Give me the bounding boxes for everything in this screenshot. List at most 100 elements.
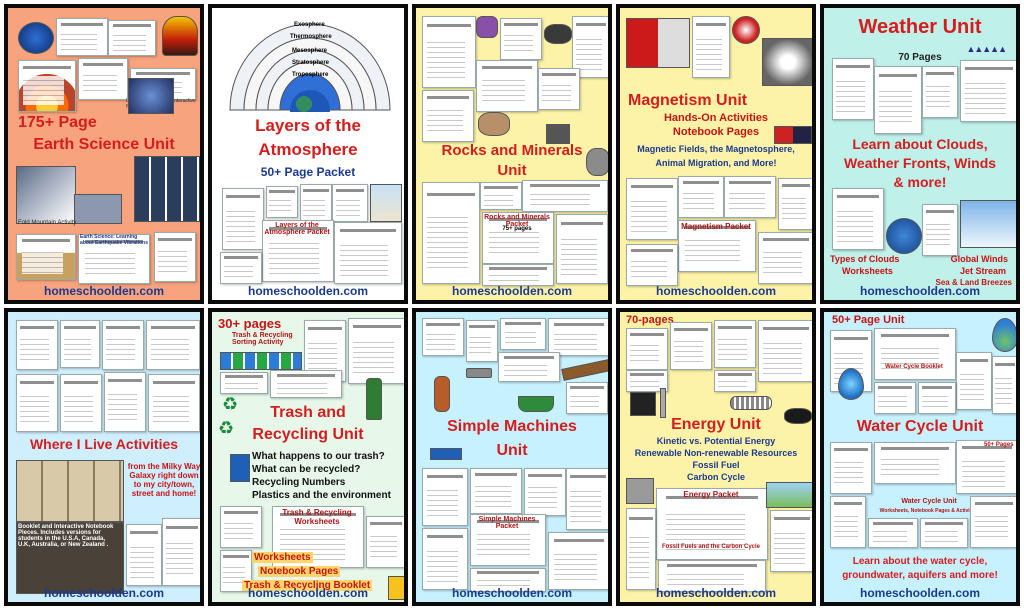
weather-card[interactable]: Weather Unit ▲▲▲▲▲ 70 Pages Learn about …: [820, 4, 1020, 304]
wil-booklet-photo: [16, 460, 124, 522]
energy-b4: Carbon Cycle: [686, 472, 746, 482]
earthquake-worksheet: [154, 232, 196, 282]
water-worksheet: [868, 518, 918, 548]
atmosphere-title-line1: Layers of the: [255, 116, 361, 135]
coal-picture: [784, 408, 812, 424]
water-worksheet: [874, 442, 956, 484]
site-url[interactable]: homeschoolden.com: [655, 586, 777, 600]
magnetism-sub2: Notebook Pages: [672, 126, 760, 138]
machines-worksheet: [500, 318, 546, 350]
energy-card[interactable]: 70-pages Energy Unit Kinetic vs. Potenti…: [616, 308, 816, 606]
atm-packet-cover: [262, 220, 334, 282]
wil-worksheet: [148, 374, 200, 432]
site-url[interactable]: homeschoolden.com: [655, 284, 777, 298]
mineral-photo: [544, 24, 572, 44]
rocks-card[interactable]: Rocks and Minerals Unit Rocks and Minera…: [412, 4, 612, 304]
fold-mountain-photo: [74, 194, 122, 224]
rock-photo: [478, 112, 510, 136]
trash-bullet: Recycling Numbers: [252, 477, 346, 488]
bin-picture: [388, 576, 404, 600]
water-worksheet: [956, 440, 1016, 494]
wil-worksheet: [16, 320, 58, 370]
site-url[interactable]: homeschoolden.com: [43, 586, 165, 600]
water-drop-picture: [992, 318, 1016, 352]
trash-worksheet: [220, 506, 262, 548]
weather-body3: & more!: [893, 174, 947, 190]
weather-left1: Types of Clouds: [830, 254, 900, 264]
magnet-worksheet: [626, 244, 678, 286]
bottle-picture: [366, 378, 382, 420]
trash-bullet: Plastics and the environment: [252, 490, 391, 501]
energy-title: Energy Unit: [671, 416, 761, 433]
magnet-worksheet: [778, 178, 812, 230]
weather-title: Weather Unit: [858, 16, 982, 38]
magnet-worksheet: [758, 232, 812, 284]
bins-picture: [220, 352, 302, 370]
trash-title-line1: Trash and: [270, 404, 346, 421]
trash-worksheet: [270, 370, 342, 398]
mineral-photo: [476, 16, 498, 38]
where-i-live-card[interactable]: Where I Live Activities from the Milky W…: [4, 308, 204, 606]
rocks-packet-cover: [482, 212, 554, 264]
weather-right3: Sea & Land Breezes: [935, 278, 1012, 287]
site-url[interactable]: homeschoolden.com: [43, 284, 165, 298]
trash-worksheet: [220, 372, 268, 394]
magnetism-card[interactable]: Magnetism Unit Hands-On Activities Noteb…: [616, 4, 816, 304]
stapler-picture: [430, 448, 462, 460]
earth-title-line2: Earth Science Unit: [33, 136, 175, 153]
energy-worksheet: [626, 328, 668, 370]
rocks-worksheet: [522, 180, 608, 212]
earth-science-card[interactable]: Layers of the Earth - Interactive Notebo…: [4, 4, 204, 304]
site-url[interactable]: homeschoolden.com: [859, 586, 981, 600]
energy-foot: Fossil Fuels and the Carbon Cycle: [661, 544, 761, 550]
atm-worksheet: [300, 184, 332, 222]
globe-picture: [886, 218, 922, 254]
energy-worksheet: [770, 510, 812, 572]
site-url[interactable]: homeschoolden.com: [451, 586, 573, 600]
atmosphere-card[interactable]: Exosphere Thermosphere Mesosphere Strato…: [208, 4, 408, 304]
rocks-title-line1: Rocks and Minerals: [441, 142, 583, 159]
machines-worksheet: [470, 568, 546, 592]
energy-worksheet: [670, 322, 712, 370]
rocks-worksheet: [422, 182, 480, 284]
water-cycle-card[interactable]: 50+ Page Unit Water Cycle Booklet Water …: [820, 308, 1020, 606]
bin-picture: [230, 454, 250, 482]
water-mid: Water Cycle Unit: [901, 498, 957, 505]
simple-machines-card[interactable]: Simple Machines Unit Simple Machines Pac…: [412, 308, 612, 606]
site-url[interactable]: homeschoolden.com: [859, 284, 981, 298]
water-worksheet: [874, 382, 916, 414]
rocks-packet-pages: 75+ pages: [502, 226, 532, 232]
site-url[interactable]: homeschoolden.com: [247, 586, 369, 600]
trash-worksheet: [348, 318, 404, 384]
water-worksheet: [830, 496, 866, 548]
trash-pages: 30+ pages: [218, 316, 282, 331]
trash-foot2: Notebook Pages: [258, 566, 341, 577]
water-worksheet: [920, 518, 968, 548]
site-url[interactable]: homeschoolden.com: [451, 284, 573, 298]
trash-bullet: What can be recycled?: [252, 464, 361, 475]
trash-foot3: Trash & Recycling Booklet: [242, 580, 373, 591]
trash-title-line2: Recycling Unit: [252, 426, 364, 443]
atm-photo: [370, 184, 402, 222]
water-worksheet: [970, 496, 1016, 548]
trash-card[interactable]: 30+ pages Trash & Recycling Sorting Acti…: [208, 308, 408, 606]
atm-layer-label: Mesosphere: [292, 48, 328, 54]
volcano-picture: [162, 16, 198, 56]
wil-worksheet: [126, 524, 162, 586]
earth-thumbnail: [78, 58, 128, 100]
water-title: Water Cycle Unit: [856, 418, 984, 435]
water-pages: 50+ Page Unit: [832, 314, 905, 326]
water-worksheet: [992, 356, 1016, 414]
magnet-worksheet: [692, 16, 730, 78]
weather-worksheet: [960, 60, 1016, 122]
energy-worksheet: [714, 320, 756, 368]
magnetism-sub4: Animal Migration, and More!: [655, 158, 777, 168]
magnet-worksheet: [678, 176, 724, 218]
weather-pages: 70 Pages: [898, 52, 942, 63]
weather-body1: Learn about Clouds,: [852, 136, 988, 152]
machines-worksheet: [466, 320, 498, 362]
site-url[interactable]: homeschoolden.com: [247, 284, 369, 298]
machines-worksheet: [422, 468, 468, 526]
atm-layer-label: Thermosphere: [290, 34, 332, 40]
machines-packet-title: Simple Machines Packet: [478, 516, 536, 530]
